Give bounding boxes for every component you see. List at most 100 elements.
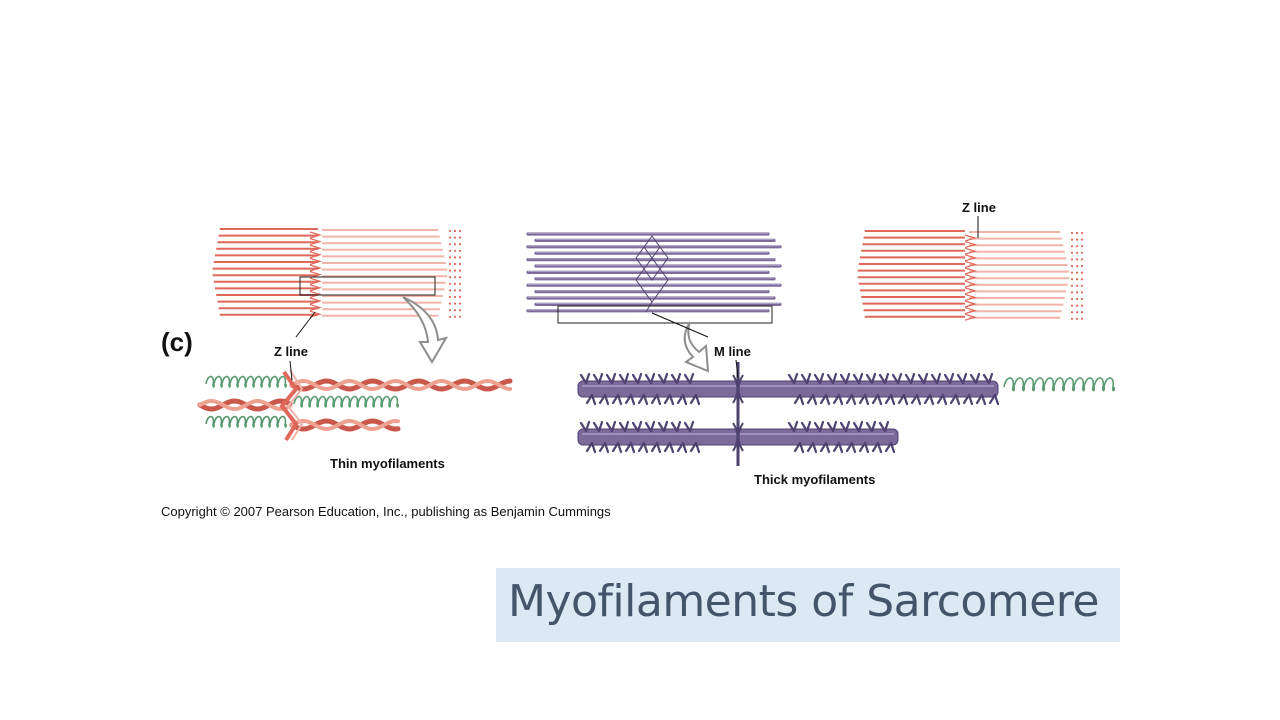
filament-end-dot: [448, 276, 452, 279]
z-line: [309, 231, 323, 318]
filament-end-dot: [1080, 251, 1084, 254]
myosin-head: [865, 420, 877, 433]
myosin-head: [982, 372, 994, 385]
thin-myofilaments-label: Thin myofilaments: [330, 456, 445, 471]
filament-end-dot: [1080, 245, 1084, 248]
myosin-head: [858, 393, 870, 406]
thin-filament-bundle-left: [212, 228, 462, 318]
filament-end-dot: [1075, 304, 1079, 307]
myosin-head: [787, 372, 799, 385]
callout-box-thin: [299, 276, 436, 296]
filament-end-dot: [1075, 264, 1079, 268]
filament-end-dot: [1080, 258, 1084, 261]
myosin-rod: [577, 380, 999, 398]
titin-spring: [205, 415, 287, 428]
myosin-head: [962, 393, 974, 406]
myosin-head: [631, 372, 643, 385]
myosin-head: [806, 393, 818, 406]
filament-end-dot: [1080, 271, 1084, 274]
filament-end-dot: [453, 295, 457, 299]
myosin-head: [826, 420, 838, 433]
slide-title: Myofilaments of Sarcomere: [508, 576, 1099, 627]
filament-end-dot: [1075, 231, 1079, 235]
leader-m-line-detail: [735, 359, 739, 379]
myosin-head: [585, 441, 597, 454]
myosin-head: [936, 393, 948, 406]
z-line-disc: [279, 370, 299, 442]
myosin-head: [917, 372, 929, 385]
filament-end-dot: [453, 269, 457, 272]
filament-end-dot: [1070, 311, 1074, 314]
myosin-head: [852, 420, 864, 433]
filament-end-dot: [1070, 251, 1074, 254]
filament-end-dot: [1070, 304, 1074, 307]
actin-strand: [289, 378, 513, 392]
filament-end-dot: [1080, 238, 1084, 241]
filament-end-dot: [453, 229, 457, 233]
myosin-head: [910, 393, 922, 406]
myosin-head: [598, 441, 610, 454]
myosin-head: [988, 393, 1000, 406]
hollow-arrow-thin: [402, 296, 449, 364]
filament-end-dot: [458, 295, 462, 299]
filament-end-dot: [448, 249, 452, 252]
thick-myofilament-detail: [577, 362, 1116, 466]
myosin-head: [969, 372, 981, 385]
myosin-head: [676, 441, 688, 454]
hollow-arrow-thick: [683, 321, 710, 373]
myosin-head: [826, 372, 838, 385]
myosin-head: [670, 372, 682, 385]
filament-end-dot: [458, 229, 462, 233]
myosin-head: [644, 372, 656, 385]
myosin-head: [650, 393, 662, 406]
actin-strand: [289, 418, 401, 432]
myosin-head: [611, 393, 623, 406]
myosin-head: [897, 393, 909, 406]
filament-end-dot: [1075, 238, 1079, 241]
filament-end-dot: [1070, 291, 1074, 294]
filament-end-dot: [453, 243, 457, 246]
myosin-head: [611, 441, 623, 454]
panel-letter: (c): [161, 327, 193, 357]
myosin-head: [793, 441, 805, 454]
filament-end-dot: [1080, 264, 1084, 268]
filament-end-dot: [448, 243, 452, 246]
myosin-head: [585, 393, 597, 406]
myosin-head: [832, 393, 844, 406]
filament-end-dot: [453, 256, 457, 259]
filament-end-dot: [1075, 311, 1079, 314]
filament-end-dot: [458, 243, 462, 246]
myosin-head: [813, 420, 825, 433]
filament-end-dot: [453, 315, 457, 318]
myosin-head: [676, 393, 688, 406]
filament-end-dot: [1080, 304, 1084, 307]
myosin-head: [956, 372, 968, 385]
copyright-text: Copyright © 2007 Pearson Education, Inc.…: [161, 504, 611, 519]
filament-end-dot: [1080, 278, 1084, 281]
myosin-head: [832, 441, 844, 454]
myosin-head: [923, 393, 935, 406]
myosin-head: [624, 393, 636, 406]
myosin-head: [618, 420, 630, 433]
myosin-head: [852, 372, 864, 385]
filament-end-dot: [1075, 278, 1079, 281]
myosin-head: [689, 441, 701, 454]
thick-filament-bundle: [526, 232, 782, 313]
myosin-head: [793, 393, 805, 406]
filament-end-dot: [448, 269, 452, 272]
filament-end-dot: [1070, 284, 1074, 287]
myosin-head: [800, 372, 812, 385]
filament-end-dot: [453, 289, 457, 292]
thin-filament-bundle-right: [857, 230, 1084, 321]
myosin-head: [683, 372, 695, 385]
myosin-head: [865, 372, 877, 385]
filament-end-dot: [1070, 238, 1074, 241]
filament-end-dot: [448, 302, 452, 305]
filament-end-dot: [453, 236, 457, 239]
myosin-head: [657, 420, 669, 433]
myosin-head: [637, 441, 649, 454]
leader-z-line-left-detail: [289, 360, 293, 381]
filament-end-dot: [458, 282, 462, 285]
filament-end-dot: [448, 309, 452, 312]
filament-end-dot: [448, 256, 452, 259]
